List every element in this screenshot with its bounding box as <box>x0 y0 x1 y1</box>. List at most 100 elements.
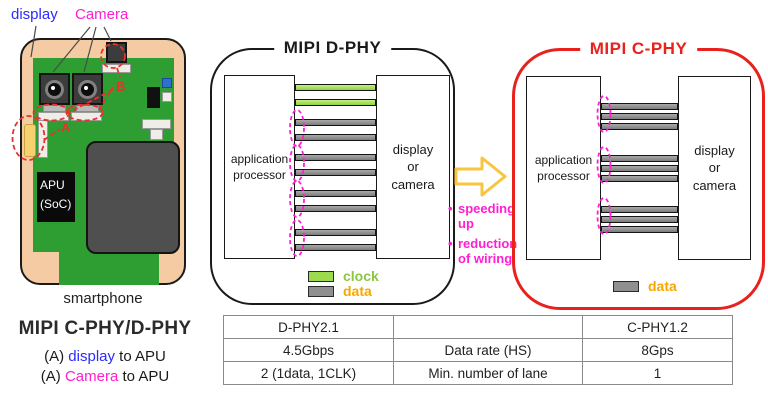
cell-cphy-lanes: 1 <box>582 361 733 385</box>
summary-block: MIPI C-PHY/D-PHY (A) display to APU (A) … <box>5 318 205 388</box>
apu-label-line2: (SoC) <box>40 197 72 211</box>
cell-spec-min-lanes: Min. number of lane <box>393 361 583 385</box>
marker-b: B <box>116 79 126 94</box>
benefit-text: speeding up <box>458 201 516 231</box>
data-lane <box>295 229 376 236</box>
white-component <box>162 92 172 102</box>
cell-spec-blank <box>393 315 583 339</box>
camera-lens <box>45 79 64 99</box>
box-text: application <box>534 152 593 167</box>
line-prefix: (A) <box>44 348 69 365</box>
table-row: 2 (1data, 1CLK) Min. number of lane 1 <box>223 361 733 385</box>
dphy-title: MIPI D-PHY <box>273 38 392 58</box>
cell-dphy-version: D-PHY2.1 <box>223 315 394 339</box>
dphy-display-camera-box: display or camera <box>376 75 450 259</box>
bullet-icon: • <box>448 235 453 251</box>
data-legend-label: data <box>343 283 372 299</box>
data-lane <box>601 103 678 110</box>
data-lane <box>295 154 376 161</box>
transition-arrow <box>454 156 507 197</box>
cphy-title: MIPI C-PHY <box>579 39 698 59</box>
display-connector-socket <box>38 120 48 158</box>
camera-term: Camera <box>64 368 119 385</box>
cell-spec-data-rate: Data rate (HS) <box>393 338 583 362</box>
rear-camera-1 <box>39 73 70 105</box>
display-label: display <box>11 6 58 23</box>
camera2-flex-tab <box>76 105 99 112</box>
data-lane <box>601 226 678 233</box>
data-lane <box>601 206 678 213</box>
clock-lane <box>295 99 376 106</box>
summary-title: MIPI C-PHY/D-PHY <box>18 318 192 339</box>
data-lane <box>601 123 678 130</box>
clock-legend-label: clock <box>343 268 379 284</box>
data-lane <box>295 205 376 212</box>
chip-component <box>147 87 160 108</box>
front-camera <box>106 42 127 63</box>
table-row: D-PHY2.1 C-PHY1.2 <box>223 315 733 339</box>
camera2-connector <box>71 112 102 121</box>
box-text: application <box>230 151 289 166</box>
box-text: display <box>392 141 434 157</box>
cell-dphy-rate: 4.5Gbps <box>223 338 394 362</box>
data-legend-label: data <box>648 278 677 294</box>
benefit-reduction-of-wiring: • reduction of wiring <box>448 235 518 267</box>
data-lane <box>295 169 376 176</box>
bullet-icon: • <box>448 201 453 216</box>
cphy-legend-data: data <box>613 279 677 293</box>
display-connector <box>24 124 36 157</box>
rear-camera-2 <box>72 73 103 105</box>
dphy-legend-data: data <box>308 284 372 298</box>
transition-benefits: • speeding up • reduction of wiring <box>448 201 518 272</box>
pcb-board-tab <box>59 252 159 285</box>
line-suffix: to APU <box>118 368 170 385</box>
clock-swatch <box>308 270 334 282</box>
apu-label-line1: APU <box>40 178 65 192</box>
board-connector-stem <box>150 129 163 140</box>
data-lane <box>295 190 376 197</box>
line-prefix: (A) <box>40 368 65 385</box>
data-lane <box>601 216 678 223</box>
dphy-legend-clock: clock <box>308 269 379 283</box>
box-text: processor <box>537 169 590 183</box>
data-lane <box>295 119 376 126</box>
data-lane <box>601 165 678 172</box>
summary-line-display: (A) display to APU <box>5 348 205 365</box>
box-text: camera <box>391 176 435 192</box>
cell-dphy-lanes: 2 (1data, 1CLK) <box>223 361 394 385</box>
smartphone-caption: smartphone <box>63 290 143 307</box>
clock-lane <box>295 84 376 91</box>
benefit-text: reduction of wiring <box>458 235 518 266</box>
board-connector <box>142 119 171 129</box>
data-lane <box>601 113 678 120</box>
box-text: processor <box>233 168 286 182</box>
cphy-display-camera-box: display or camera <box>678 76 751 260</box>
summary-line-camera: (A) Camera to APU <box>5 368 205 385</box>
camera-lens <box>78 79 97 99</box>
dphy-panel: MIPI D-PHY application processor display… <box>210 38 455 305</box>
data-swatch <box>308 285 334 297</box>
data-lane <box>295 134 376 141</box>
data-swatch <box>613 280 639 292</box>
line-suffix: to APU <box>115 348 166 365</box>
box-text: or <box>407 159 419 175</box>
camera-label: Camera <box>75 6 129 23</box>
dphy-application-processor-box: application processor <box>224 75 295 259</box>
table-row: 4.5Gbps Data rate (HS) 8Gps <box>223 338 733 362</box>
cell-cphy-version: C-PHY1.2 <box>582 315 733 339</box>
box-text: or <box>708 160 721 176</box>
smartphone-illustration: APU (SoC) <box>20 38 186 285</box>
cphy-application-processor-box: application processor <box>526 76 601 260</box>
blue-component <box>162 78 172 88</box>
marker-a: A <box>61 120 71 135</box>
box-text: camera <box>692 177 737 193</box>
comparison-table: D-PHY2.1 C-PHY1.2 4.5Gbps Data rate (HS)… <box>223 315 733 385</box>
display-term: display <box>68 348 115 365</box>
benefit-speeding-up: • speeding up <box>448 201 518 232</box>
data-lane <box>601 155 678 162</box>
data-lane <box>295 244 376 251</box>
box-text: display <box>694 142 735 158</box>
front-camera-connector <box>102 64 131 73</box>
battery-module <box>86 141 180 254</box>
